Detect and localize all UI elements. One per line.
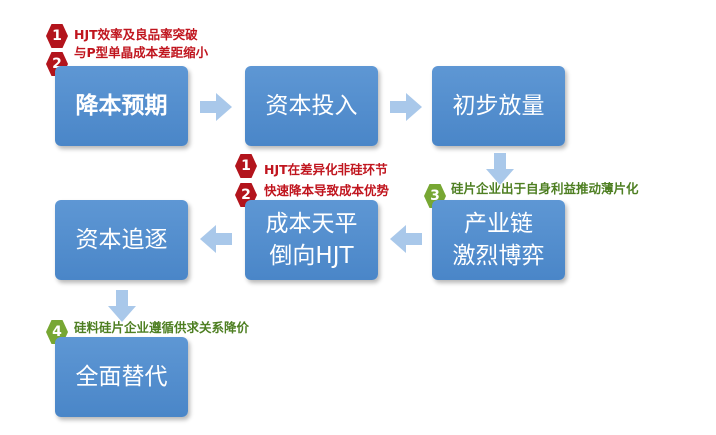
- note-cost-advantage: 快速降本导致成本优势: [264, 183, 390, 198]
- box-label-line2: 倒向HJT: [269, 243, 354, 269]
- arrow-down-icon: [108, 290, 136, 322]
- note-cost-gap: 与P型单晶成本差距缩小: [74, 45, 209, 60]
- arrow-right-icon: [390, 93, 422, 121]
- note-efficiency: HJT效率及良品率突破: [74, 27, 198, 42]
- box-label-line1: 产业链: [464, 210, 533, 237]
- box-label: 初步放量: [452, 92, 545, 119]
- box-label-line2: 激烈博弈: [452, 243, 545, 269]
- step-badge-1-mid: 1: [235, 154, 257, 178]
- arrow-right-icon: [200, 93, 232, 121]
- box-initial-ramp: 初步放量: [432, 66, 565, 146]
- arrow-left-icon: [390, 225, 422, 253]
- arrow-left-icon: [200, 225, 232, 253]
- step-badge-1: 1: [46, 24, 68, 48]
- box-capital-investment: 资本投入: [245, 66, 378, 146]
- box-label: 全面替代: [75, 363, 168, 390]
- box-full-replacement: 全面替代: [55, 337, 188, 417]
- box-capital-chasing: 资本追逐: [55, 200, 188, 280]
- note-non-silicon: HJT在差异化非硅环节: [264, 162, 388, 177]
- arrow-down-icon: [486, 153, 514, 185]
- note-price-cut: 硅料硅片企业遵循供求关系降价: [74, 320, 250, 335]
- box-label: 降本预期: [75, 92, 168, 119]
- box-cost-reduction-expectation: 降本预期: [55, 66, 188, 146]
- box-cost-balance-hjt: 成本天平 倒向HJT: [245, 200, 378, 280]
- box-label: 资本追逐: [75, 226, 168, 253]
- box-label: 资本投入: [265, 92, 358, 119]
- box-label-line1: 成本天平: [265, 210, 358, 237]
- box-industry-chain-game: 产业链 激烈博弈: [432, 200, 565, 280]
- note-thin-wafer: 硅片企业出于自身利益推动薄片化: [451, 181, 639, 196]
